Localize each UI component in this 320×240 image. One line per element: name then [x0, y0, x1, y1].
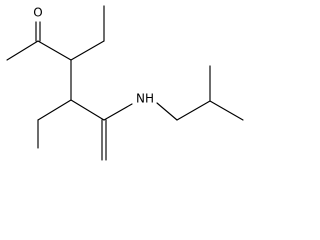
bond-carbonyl-to-ch — [37, 40, 72, 61]
lower-ethyl-bond-1 — [37, 99, 72, 121]
bond-methyl-to-carbonyl — [6, 40, 39, 61]
bond-nitrogen-to-ch2 — [156, 102, 178, 121]
oxygen-atom-label: O — [33, 6, 42, 20]
molecule-structure-diagram: O NH — [6, 5, 244, 161]
isobutyl-methyl-bond-right — [209, 100, 244, 121]
nitrogen-atom-label: NH — [136, 92, 154, 106]
upper-ethyl-bond-1 — [70, 40, 105, 61]
bond-ch-to-enamine-carbon — [70, 99, 105, 121]
bond-enamine-carbon-to-nitrogen — [103, 103, 133, 121]
bond-ch2-to-ch — [176, 100, 211, 121]
